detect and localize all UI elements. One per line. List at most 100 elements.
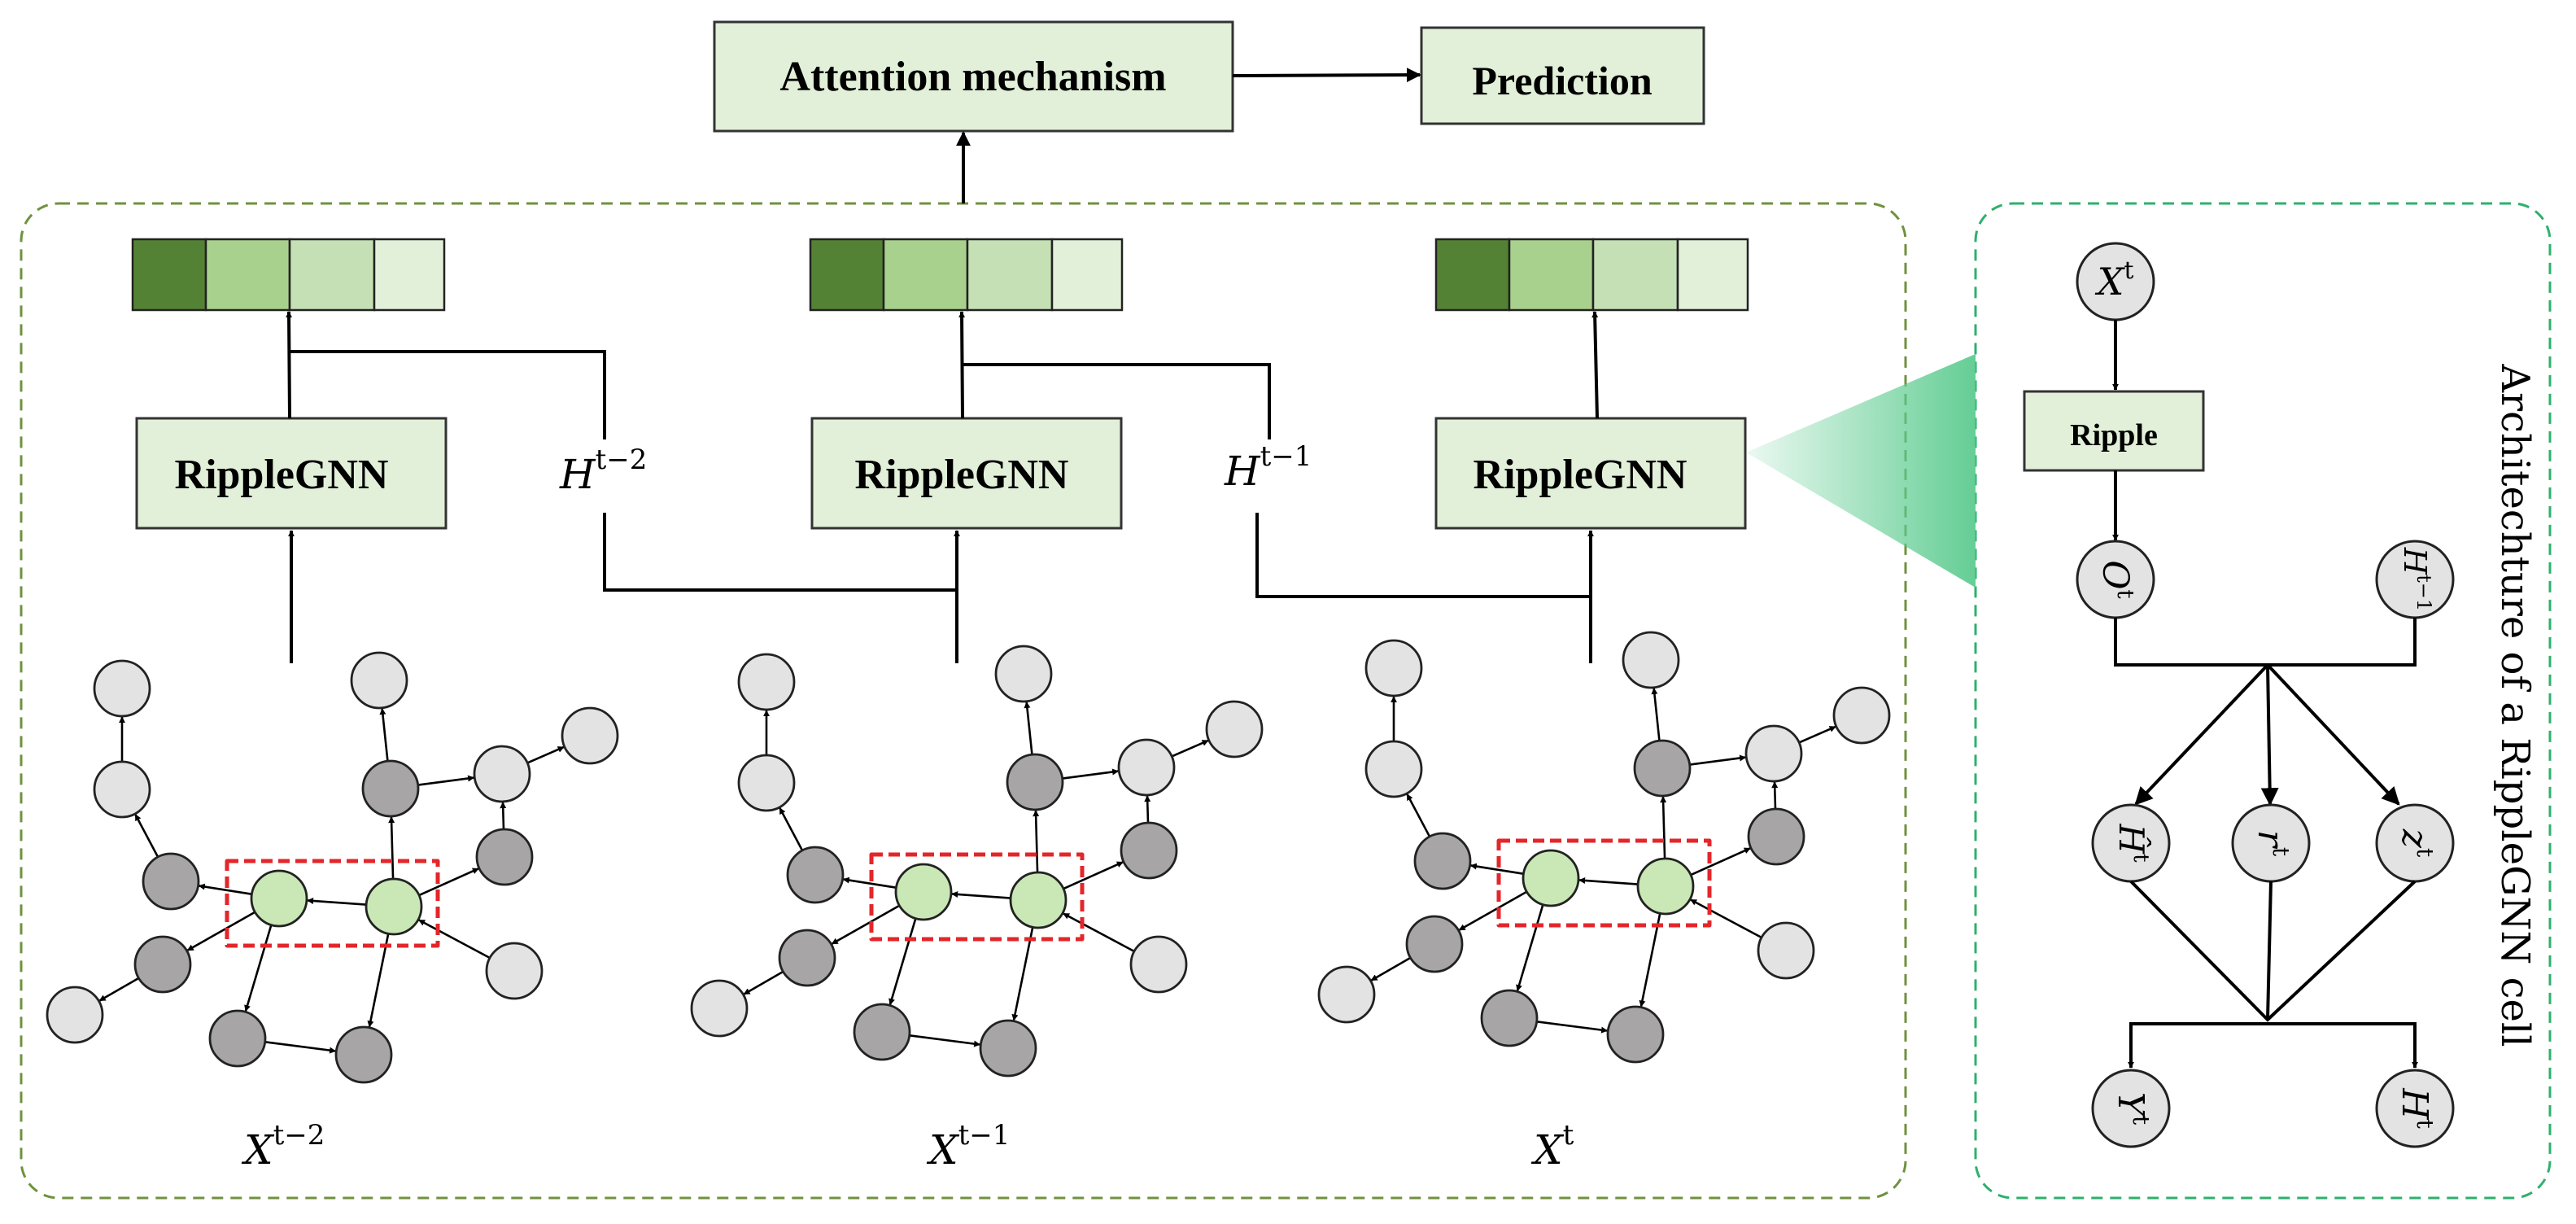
graph-edge xyxy=(1063,861,1124,890)
input-label-3: Xt xyxy=(1530,1119,1574,1174)
embedding-vector-1 xyxy=(131,238,446,312)
attention-mechanism-box xyxy=(713,20,1234,133)
ripplegnn-box-3 xyxy=(1434,417,1747,530)
graph-node xyxy=(1006,753,1064,811)
graph-edge xyxy=(1062,768,1120,780)
graph-edge xyxy=(264,1041,337,1054)
hidden-state-path-1-top xyxy=(290,350,606,439)
graph-node xyxy=(1129,935,1188,994)
cell-title: Architechture of a RippleGNN cell xyxy=(2492,363,2538,1047)
graph-edge xyxy=(1033,810,1040,873)
graph-node xyxy=(1364,639,1423,697)
graph-edge xyxy=(909,1034,981,1047)
svg-text:Ĥt: Ĥt xyxy=(2111,823,2153,863)
attention-to-prediction-arrow xyxy=(1232,68,1421,83)
graph-node xyxy=(1606,1005,1665,1064)
graph-edge xyxy=(951,890,1011,899)
graph-edge xyxy=(417,775,475,786)
graph-edge xyxy=(1063,912,1135,953)
graph-edge xyxy=(526,745,565,764)
graph-edge xyxy=(198,883,252,895)
graph-node xyxy=(786,846,845,904)
cell-node-hhat: Ĥt xyxy=(2091,803,2171,883)
prediction-label: Prediction xyxy=(1472,58,1652,103)
graph-node xyxy=(994,645,1053,703)
cell-node-x: Xt xyxy=(2076,242,2155,321)
graph-edge xyxy=(842,876,897,889)
merge-line xyxy=(2114,618,2417,667)
cell-node-o: Ot xyxy=(2076,540,2155,619)
svg-text:Ht: Ht xyxy=(2394,1087,2438,1129)
svg-text:zt: zt xyxy=(2394,828,2438,858)
input-graph-3 xyxy=(1317,631,1891,1064)
merge-to-hhat-arrow xyxy=(2134,663,2269,806)
svg-text:rt: rt xyxy=(2250,830,2294,857)
svg-text:Xt: Xt xyxy=(2095,256,2134,304)
graph-node xyxy=(1120,821,1178,880)
target-node xyxy=(894,863,953,921)
graph-edge xyxy=(1660,796,1667,859)
graph-edge xyxy=(1370,956,1412,981)
svg-text:Ht−1: Ht−1 xyxy=(2397,547,2435,611)
graph-node xyxy=(1633,739,1692,798)
graph-node xyxy=(737,653,796,711)
gnn1-to-vector-arrow xyxy=(286,311,293,419)
graph-node xyxy=(473,745,531,803)
prediction-box xyxy=(1420,26,1705,125)
attention-mechanism-label: Attention mechanism xyxy=(779,54,1166,100)
graph-edge xyxy=(500,802,507,830)
graph-edge xyxy=(831,904,901,945)
hidden-state-path-2-top xyxy=(962,363,1271,439)
embedding-vector-2 xyxy=(809,238,1124,312)
ripplegnn-label-3: RippleGNN xyxy=(1474,452,1687,498)
graph-edge xyxy=(244,925,273,1012)
graph-edge xyxy=(1651,688,1661,741)
graph-node xyxy=(361,759,420,818)
input-label-2: Xt−1 xyxy=(926,1119,1010,1174)
target-node xyxy=(365,877,423,936)
graph-edge xyxy=(379,708,389,762)
graph-node xyxy=(475,828,534,886)
graph-edge xyxy=(1516,904,1544,992)
graph-edge xyxy=(743,970,784,995)
cell-node-y: Yt xyxy=(2091,1069,2171,1148)
merge-to-r-arrow xyxy=(2260,664,2279,807)
graph-edge xyxy=(1536,1021,1609,1034)
graph-edge xyxy=(418,868,479,897)
output-split-line xyxy=(2129,1022,2417,1066)
graph-node xyxy=(1480,989,1539,1047)
graph-edge xyxy=(1024,702,1033,755)
graph-node xyxy=(1117,738,1176,797)
svg-text:Yt: Yt xyxy=(2110,1092,2155,1126)
graph-node xyxy=(133,935,192,994)
graph-node xyxy=(778,929,836,987)
embedding-vector-3 xyxy=(1434,238,1749,312)
graph-edge xyxy=(388,816,395,880)
graph-node xyxy=(1317,965,1376,1024)
graph-node xyxy=(46,986,104,1044)
highlight-box xyxy=(1496,838,1712,928)
input-graph-1 xyxy=(46,651,619,1084)
highlight-box xyxy=(225,859,440,948)
ripplegnn-box-2 xyxy=(810,417,1123,530)
graph-edge xyxy=(779,807,804,851)
hidden-state-label-1: Ht−2 xyxy=(559,444,647,498)
graph-edge xyxy=(307,897,367,906)
ripplegnn-box-1 xyxy=(135,417,448,530)
graph-node xyxy=(1205,700,1264,758)
graph-node xyxy=(93,760,151,819)
graph-edge xyxy=(1406,793,1431,837)
graph-node xyxy=(1832,686,1891,745)
graph-edge xyxy=(1639,913,1661,1008)
target-node xyxy=(250,869,308,928)
hidden-state-label-2: Ht−1 xyxy=(1224,440,1312,495)
target-node xyxy=(1636,857,1695,916)
graph-node xyxy=(979,1019,1037,1078)
graph-edge xyxy=(1690,847,1751,876)
ripplegnn-label-1: RippleGNN xyxy=(175,452,389,498)
graph-node xyxy=(561,706,619,765)
graph-node xyxy=(350,651,408,710)
graph-node xyxy=(690,979,749,1038)
input-graph-2 xyxy=(690,645,1264,1078)
